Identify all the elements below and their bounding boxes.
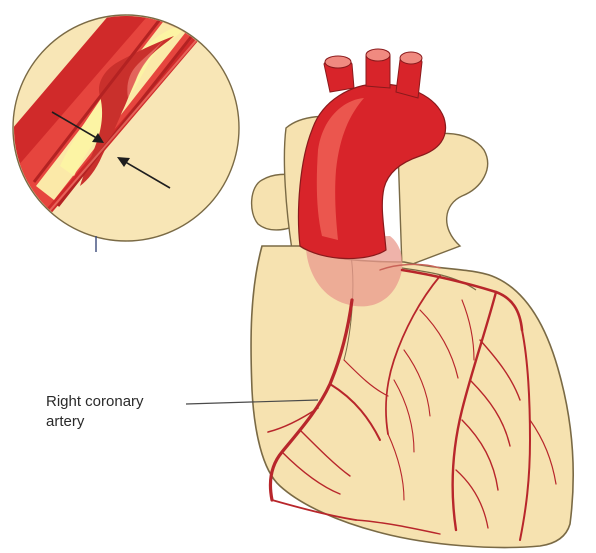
right-coronary-artery-label: Right coronary artery [46, 392, 144, 432]
label-line-2: artery [46, 412, 144, 432]
label-line-1: Right coronary [46, 392, 144, 412]
artery-inset [0, 0, 250, 252]
heart [251, 116, 573, 547]
ventricles [251, 246, 573, 547]
